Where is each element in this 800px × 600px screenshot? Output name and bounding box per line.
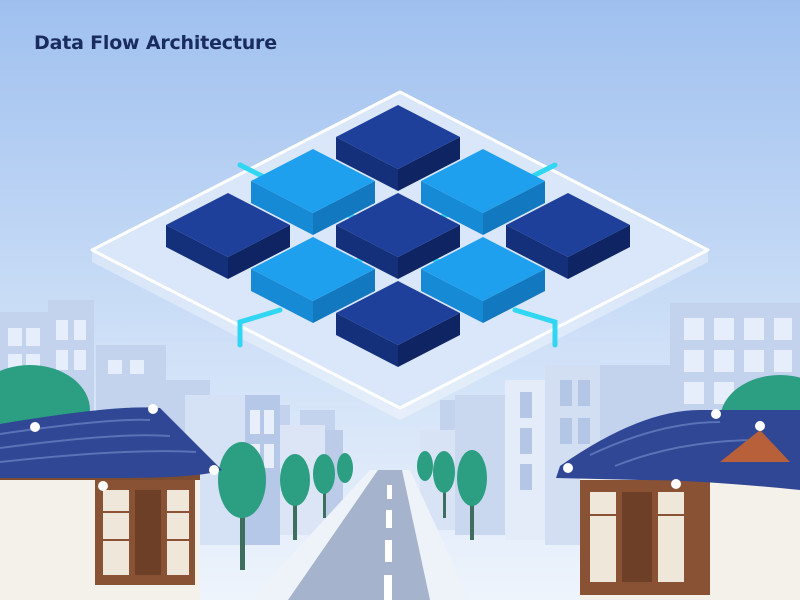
right-trees: [417, 450, 487, 540]
far-building-windows: [8, 318, 792, 404]
grid-block-light: [251, 237, 375, 323]
grid-block-dark: [506, 193, 630, 279]
left-trees: [218, 442, 353, 570]
page-title: Data Flow Architecture: [34, 32, 277, 54]
grid-block-light: [251, 149, 375, 235]
connector-line: [237, 307, 283, 348]
grid-block-dark: [166, 193, 290, 279]
grid-block-dark: [336, 193, 460, 279]
isometric-block-grid: [166, 105, 630, 367]
left-traditional-house: [0, 404, 222, 600]
road: [250, 470, 470, 600]
right-traditional-house: [556, 409, 800, 600]
grid-block-dark: [336, 105, 460, 191]
grid-block-dark: [336, 281, 460, 367]
grid-block-light: [421, 149, 545, 235]
grid-block-light: [421, 237, 545, 323]
connector-line: [512, 307, 558, 348]
